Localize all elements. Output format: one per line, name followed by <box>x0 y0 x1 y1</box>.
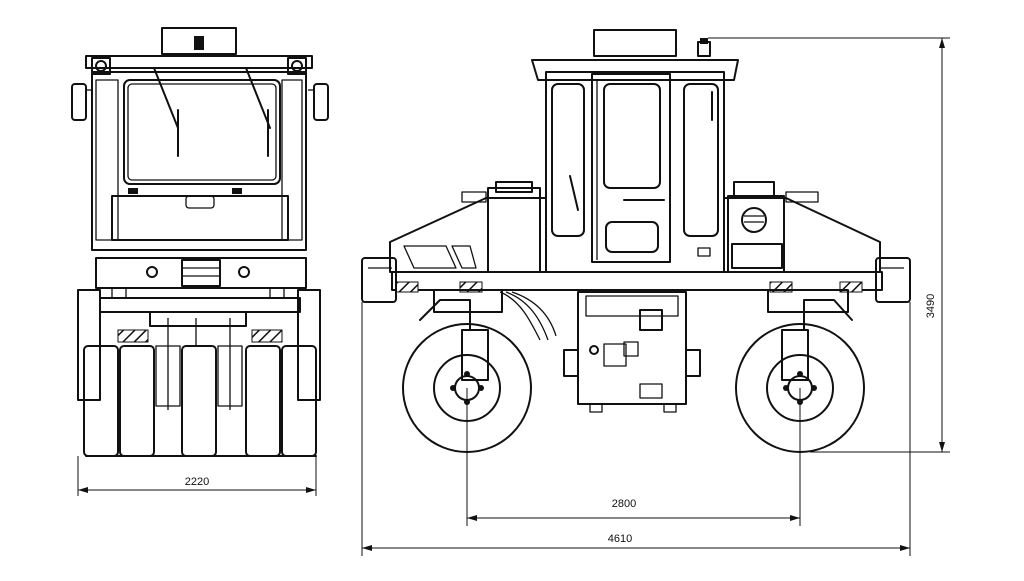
front-width-label: 2220 <box>185 476 209 488</box>
wheelbase-dimension: 2800 <box>466 388 801 526</box>
overall-height-dimension: 3490 <box>708 37 950 453</box>
front-view <box>71 27 329 457</box>
overall-length-label: 4610 <box>608 533 632 545</box>
side-view <box>361 29 911 453</box>
overall-length-dimension: 4610 <box>361 302 911 556</box>
overall-height-label: 3490 <box>925 294 937 318</box>
wheelbase-label: 2800 <box>612 498 636 510</box>
front-width-dimension: 2220 <box>77 456 317 496</box>
